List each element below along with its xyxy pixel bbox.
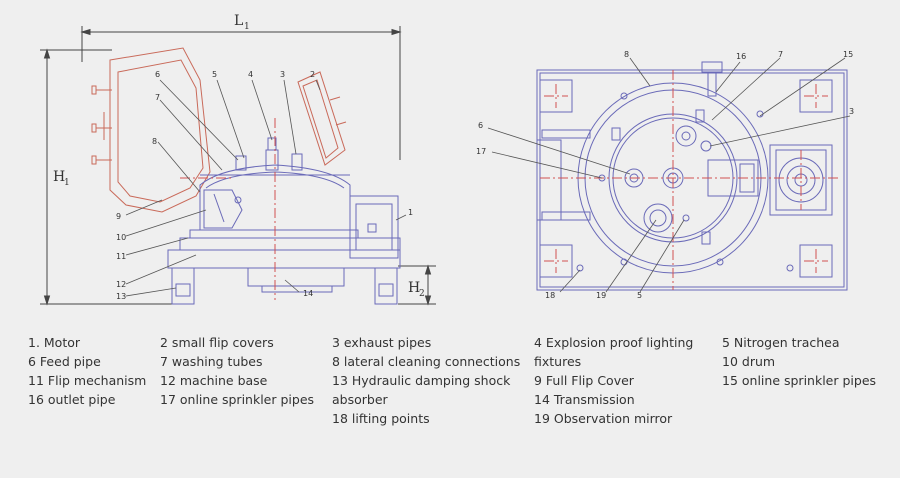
small-flip-cover [297, 71, 347, 166]
callout-6: 6 [155, 70, 160, 79]
dimension-h2 [398, 264, 436, 306]
top-callout-3: 3 [849, 107, 854, 116]
top-callout-6: 6 [478, 121, 483, 130]
callout-4: 4 [248, 70, 253, 79]
top-callout-19: 19 [596, 291, 606, 300]
top-callout-7: 7 [778, 50, 783, 59]
callout-8: 8 [152, 137, 157, 146]
dimension-h1-sub: 1 [64, 178, 70, 188]
top-callout-17: 17 [476, 147, 486, 156]
callout-14: 14 [303, 289, 313, 298]
callout-11: 11 [116, 252, 126, 261]
full-flip-cover [91, 47, 211, 213]
side-view: L 1 H 1 H 2 [40, 13, 436, 306]
top-view-centerlines [540, 70, 840, 290]
callout-13: 13 [116, 292, 126, 301]
dimension-h2-label: H [408, 280, 420, 296]
dimension-h2-sub: 2 [419, 289, 425, 299]
top-callout-15: 15 [843, 50, 853, 59]
top-callout-18: 18 [545, 291, 555, 300]
callout-7: 7 [155, 93, 160, 102]
top-view: 8 16 7 15 3 6 17 18 19 5 [476, 50, 854, 300]
callout-5: 5 [212, 70, 217, 79]
dimension-l1-label: L [234, 13, 243, 29]
top-callout-5: 5 [637, 291, 642, 300]
callout-1: 1 [408, 208, 413, 217]
callout-9: 9 [116, 212, 121, 221]
dimension-h1 [40, 48, 175, 306]
dimension-h1-label: H [53, 169, 65, 185]
callout-3: 3 [280, 70, 285, 79]
top-view-leaders [487, 57, 851, 293]
callout-12: 12 [116, 280, 126, 289]
side-view-leaders [125, 79, 407, 297]
top-callout-16: 16 [736, 52, 746, 61]
callout-2: 2 [310, 70, 315, 79]
callout-10: 10 [116, 233, 126, 242]
dimension-l1-sub: 1 [244, 22, 250, 32]
drum-assembly [167, 137, 401, 305]
dimension-l1 [80, 26, 402, 160]
top-callout-8: 8 [624, 50, 629, 59]
